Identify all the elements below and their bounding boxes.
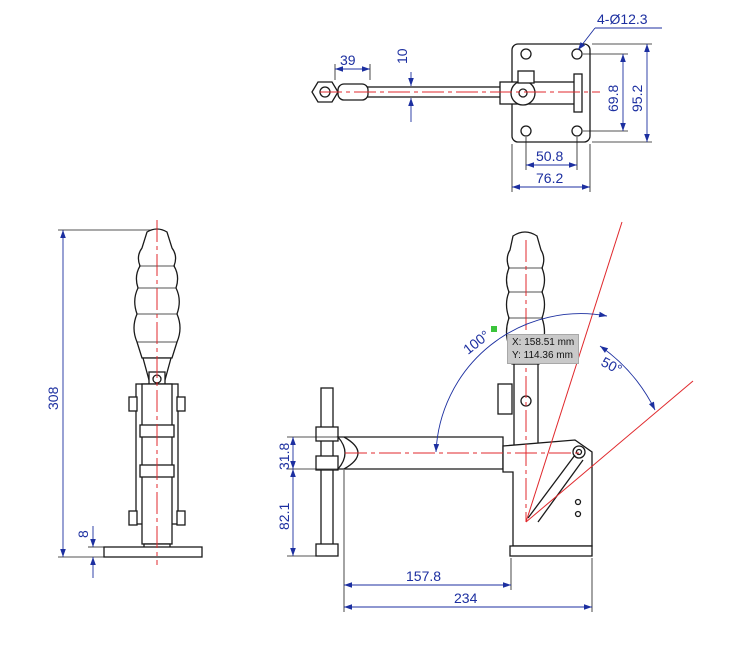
dim-157-8-label: 157.8: [406, 568, 441, 584]
angle-100-label: 100°: [460, 327, 493, 357]
dim-82-1-label: 82.1: [276, 503, 292, 530]
front-link: [537, 459, 584, 523]
dim-308-label: 308: [45, 386, 61, 410]
dim-8-label: 8: [75, 530, 91, 538]
front-pad: [315, 543, 339, 557]
angle-arc-50: [599, 345, 656, 411]
front-base-plate: [509, 545, 593, 557]
hole-callout-label: 4-Ø12.3: [597, 11, 648, 27]
side-bolt-head: [128, 396, 138, 412]
side-view: 308 8: [45, 220, 203, 578]
front-stop-block: [497, 383, 513, 415]
top-pivot-pin: [518, 88, 528, 98]
dim-39-label: 39: [340, 52, 356, 68]
readout-x: X: 158.51 mm: [512, 337, 575, 348]
front-body-hole: [574, 498, 582, 506]
top-view: 39 10 4-Ø12.3 69.8 95.2 50.8 76.2: [311, 11, 662, 192]
dim-31-8-label: 31.8: [276, 443, 292, 470]
angle-50-label: 50°: [599, 354, 625, 378]
dim-69-8-label: 69.8: [605, 85, 621, 112]
top-rear-pin: [573, 73, 583, 113]
side-bolt-head: [128, 510, 138, 526]
side-bolt-head: [176, 396, 186, 412]
dim-234-label: 234: [454, 590, 478, 606]
front-upper-nut: [315, 426, 339, 442]
mounting-hole: [571, 48, 583, 60]
side-bolt-head: [176, 510, 186, 526]
top-link-bracket: [517, 70, 535, 84]
angle-arc-100: [433, 311, 608, 453]
mounting-hole: [520, 125, 532, 137]
cursor-marker: [491, 326, 497, 332]
dim-10-label: 10: [394, 48, 410, 64]
dim-95-2-label: 95.2: [629, 85, 645, 112]
front-body-hole: [574, 510, 582, 518]
dim-50-8-label: 50.8: [536, 148, 563, 164]
side-base-plate: [103, 546, 203, 558]
dim-76-2-label: 76.2: [536, 170, 563, 186]
top-pivot: [510, 80, 536, 106]
front-view: 100° 50° 31.8 82.1 157.8 234: [276, 221, 694, 612]
hole-callout-leader: [577, 27, 596, 51]
mounting-hole: [571, 125, 583, 137]
swing-position-line: [525, 380, 694, 523]
front-link: [527, 454, 576, 519]
front-lower-nut: [315, 455, 339, 471]
mounting-hole: [520, 48, 532, 60]
coordinate-readout: X: 158.51 mm Y: 114.36 mm: [507, 334, 579, 364]
readout-y: Y: 114.36 mm: [512, 350, 573, 361]
